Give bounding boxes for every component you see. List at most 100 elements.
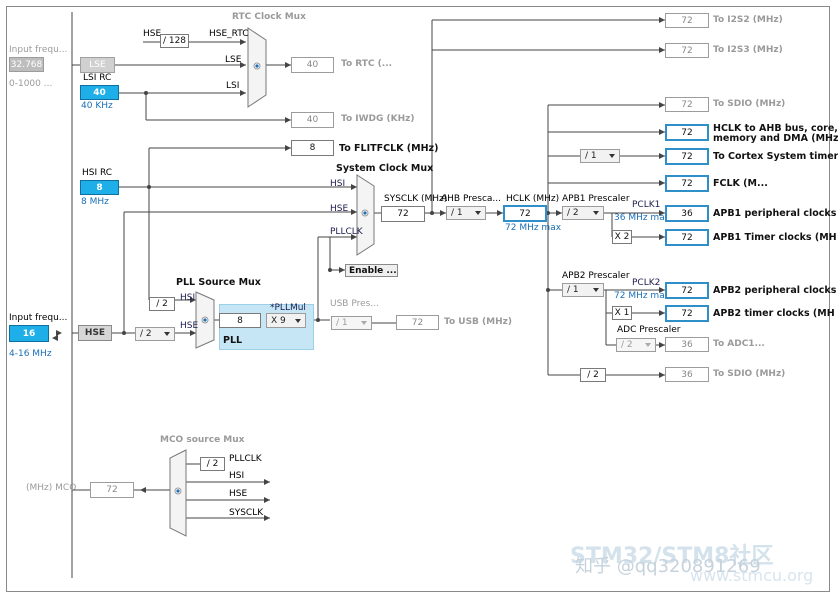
apb2-peripheral-output-value[interactable]: 72 — [665, 282, 709, 299]
rtc-output-value: 40 — [291, 57, 334, 73]
fclk-output-label: FCLK (M... — [713, 178, 768, 189]
apb2-prescaler-value: / 1 — [567, 285, 579, 295]
hclk-value[interactable]: 72 — [503, 205, 547, 222]
pllmul-label: *PLLMul — [270, 303, 306, 313]
lsi-rc-title: LSI RC — [83, 73, 112, 83]
rtc-hse-divider[interactable]: / 128 — [160, 34, 189, 48]
sysclk-label: SYSCLK (MHz) — [384, 194, 448, 204]
adc-prescaler-label: ADC Prescaler — [617, 325, 681, 335]
usb-prescaler-select[interactable]: / 1 — [331, 316, 372, 330]
sdio-divider: / 2 — [580, 368, 606, 382]
css-enable-button[interactable]: Enable ... — [345, 264, 398, 277]
pll-label: PLL — [223, 335, 243, 346]
ahb-prescaler-select[interactable]: / 1 — [446, 206, 486, 220]
adc-prescaler-select[interactable]: / 2 — [616, 338, 656, 352]
mco-label: (MHz) MCO — [26, 483, 77, 493]
chevron-down-icon — [593, 288, 599, 292]
i2s2-output-value: 72 — [665, 13, 709, 28]
pllmul-value: X 9 — [271, 315, 286, 326]
ahb-prescaler-label: AHB Presca... — [441, 194, 502, 204]
hse-input-label: Input frequ... — [9, 313, 68, 323]
lsi-rc-value[interactable]: 40 — [80, 85, 119, 100]
apb1-peripheral-output-value[interactable]: 36 — [665, 205, 709, 222]
lse-input-field[interactable]: 32.768 — [9, 57, 44, 72]
hse-oscillator[interactable]: HSE — [78, 325, 112, 341]
chevron-down-icon — [593, 211, 599, 215]
apb1-peripheral-output-label: APB1 peripheral clocks — [713, 208, 837, 219]
hclk-ahb-output-value[interactable]: 72 — [665, 124, 709, 141]
usb-prescaler-label: USB Pres... — [330, 299, 379, 309]
adc-prescaler-value: / 2 — [621, 340, 633, 350]
apb2-timer-multiplier: X 1 — [612, 306, 632, 320]
sdio2-output-label: To SDIO (MHz) — [713, 369, 786, 379]
adc-output-value: 36 — [665, 337, 709, 352]
fclk-output-value[interactable]: 72 — [665, 175, 709, 192]
pll-hse-divider-select[interactable]: / 2 — [135, 327, 175, 341]
rtc-in-lse: LSE — [225, 55, 242, 65]
i2s2-output-label: To I2S2 (MHz) — [713, 15, 783, 25]
chevron-down-icon — [475, 211, 481, 215]
watermark-brand: 知乎 @qq320891269 — [575, 556, 761, 577]
usb-prescaler-value: / 1 — [336, 318, 348, 328]
ahb-prescaler-value: / 1 — [451, 208, 463, 218]
lsi-rc-freq: 40 KHz — [81, 101, 113, 111]
mco-pll-divider: / 2 — [200, 457, 225, 471]
rtc-in-hse-rtc: HSE_RTC — [209, 29, 249, 39]
chevron-down-icon — [164, 332, 170, 336]
flitfclk-output-value: 8 — [291, 140, 334, 156]
sysclk-mux-title: System Clock Mux — [336, 163, 434, 174]
hsi-rc-title: HSI RC — [82, 168, 113, 178]
hclk-ahb-output-label-2: memory and DMA (MHz) — [713, 133, 838, 144]
cortex-divider-value: / 1 — [585, 151, 597, 161]
hse-input-range: 4-16 MHz — [9, 349, 52, 359]
mco-in-sysclk: SYSCLK — [229, 508, 264, 518]
apb2-timer-output-value[interactable]: 72 — [665, 305, 709, 322]
lse-oscillator[interactable]: LSE — [80, 57, 115, 73]
mco-in-pllclk: PLLCLK — [229, 454, 262, 464]
diagram-frame — [6, 6, 830, 592]
pll-source-mux-title: PLL Source Mux — [176, 277, 261, 288]
mco-mux-title: MCO source Mux — [160, 435, 245, 445]
pclk1-max: 36 MHz max — [614, 213, 671, 223]
pllmul-select[interactable]: X 9 — [266, 313, 306, 328]
pll-input-value: 8 — [219, 313, 261, 328]
usb-output-value: 72 — [396, 315, 439, 330]
hsi-rc-freq: 8 MHz — [81, 197, 109, 207]
apb2-prescaler-select[interactable]: / 1 — [562, 283, 604, 297]
cortex-output-value[interactable]: 72 — [665, 148, 709, 165]
hclk-ahb-output-label-1: HCLK to AHB bus, core, — [713, 123, 838, 134]
sysclk-in-hse: HSE — [330, 204, 349, 214]
mco-in-hsi: HSI — [229, 471, 245, 481]
mco-output-value: 72 — [90, 482, 134, 498]
chevron-down-icon — [609, 154, 615, 158]
chevron-down-icon — [645, 343, 651, 347]
sysclk-in-hsi: HSI — [330, 179, 346, 189]
cortex-divider-select[interactable]: / 1 — [580, 149, 620, 163]
chevron-down-icon — [361, 321, 367, 325]
hsi-rc-value[interactable]: 8 — [80, 180, 119, 195]
iwdg-output-value: 40 — [291, 112, 334, 128]
lse-input-label: Input frequ... — [9, 45, 68, 55]
pclk2-max: 72 MHz max — [614, 291, 671, 301]
apb1-prescaler-value: / 2 — [567, 208, 579, 218]
watermark-url: www.stmcu.org — [690, 566, 814, 585]
pll-in-hse: HSE — [180, 321, 199, 331]
rtc-in-hse: HSE — [143, 29, 162, 39]
adc-output-label: To ADC1... — [713, 339, 765, 349]
rtc-mux-title: RTC Clock Mux — [232, 12, 306, 22]
pll-in-hsi: HSI — [180, 293, 196, 303]
apb2-prescaler-label: APB2 Prescaler — [562, 271, 630, 281]
apb2-timer-output-label: APB2 timer clocks (MH — [713, 308, 835, 319]
chevron-down-icon — [295, 318, 301, 323]
hse-input-field[interactable]: 16 — [9, 325, 49, 342]
flitfclk-output-label: To FLITFCLK (MHz) — [339, 143, 439, 154]
i2s3-output-label: To I2S3 (MHz) — [713, 45, 783, 55]
apb1-timer-output-value[interactable]: 72 — [665, 229, 709, 246]
rtc-in-lsi: LSI — [226, 81, 240, 91]
pclk2-label: PCLK2 — [632, 278, 661, 288]
apb2-peripheral-output-label: APB2 peripheral clocks — [713, 285, 837, 296]
apb1-prescaler-label: APB1 Prescaler — [562, 194, 630, 204]
watermark-site: STM32/STM8社区 — [570, 544, 774, 569]
apb1-prescaler-select[interactable]: / 2 — [562, 206, 604, 220]
